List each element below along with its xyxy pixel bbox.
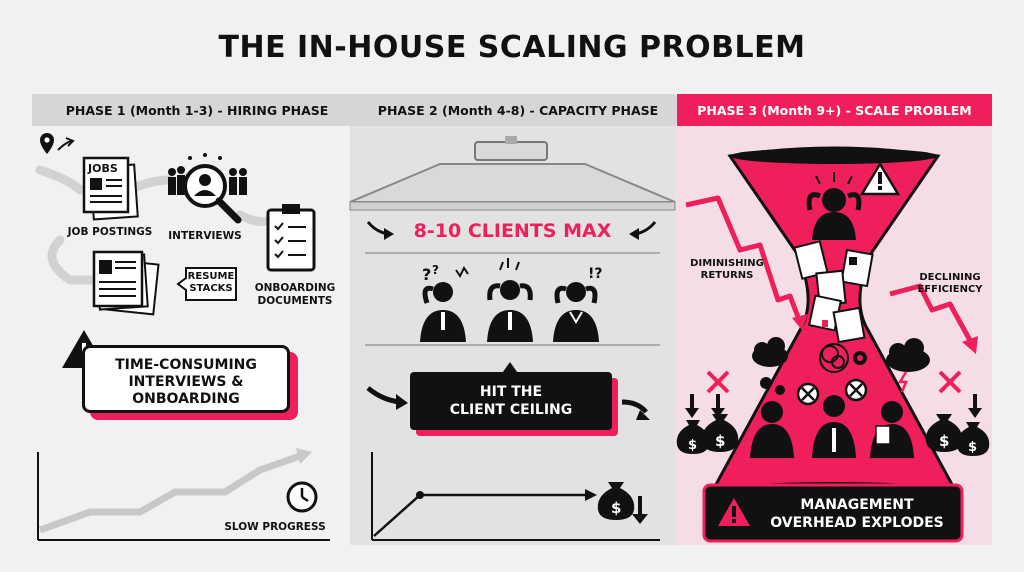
money-bags-left-icon: $ $ [676, 394, 739, 454]
storm-cloud-icon-left [752, 337, 788, 367]
gear-icon-1 [853, 351, 867, 365]
page-title: THE IN-HOUSE SCALING PROBLEM [218, 30, 806, 65]
phase-3-banner: PHASE 3 (Month 9+) - SCALE PROBLEM [677, 94, 992, 126]
plateau-chart [371, 452, 660, 541]
diminishing-arrowhead [792, 314, 808, 330]
diminishing-returns-arrow [685, 195, 803, 323]
map-pin-icon [40, 133, 75, 154]
svg-text:?: ? [422, 265, 431, 284]
clock-icon [286, 481, 318, 513]
resume-stack-icon [92, 250, 160, 316]
time-consuming-callout: TIME-CONSUMING INTERVIEWS & ONBOARDING [82, 345, 290, 413]
gear-icon-2 [760, 377, 785, 395]
declining-arrowhead [962, 336, 978, 354]
falling-papers-icon [793, 240, 874, 344]
resume-stacks-callout-bubble [176, 267, 237, 301]
stressed-people-icon [420, 280, 599, 342]
journey-path [35, 165, 275, 285]
overhead-callout-text: MANAGEMENT OVERHEAD EXPLODES [770, 497, 944, 531]
resume-stacks-label: RESUME STACKS [187, 271, 235, 294]
job-postings-label: JOB POSTINGS [67, 226, 153, 238]
svg-text:!?: !? [588, 266, 603, 282]
jobs-label: JOBS [88, 162, 118, 175]
tangle-icon [819, 343, 849, 373]
warning-icon-top [859, 161, 901, 196]
interviews-icon [168, 153, 247, 224]
no-symbol-icon-2 [844, 378, 868, 402]
capacity-lid-icon [349, 136, 676, 211]
red-x-icon-right [938, 370, 962, 394]
diminishing-returns-label: DIMINISHING RETURNS [690, 258, 764, 281]
onboarding-documents-label: ONBOARDING DOCUMENTS [254, 282, 336, 307]
capacity-label: 8-10 CLIENTS MAX [413, 220, 612, 242]
svg-text:$: $ [715, 432, 725, 450]
clipboard-icon [266, 204, 316, 272]
svg-text:$: $ [968, 440, 977, 455]
svg-text:$: $ [939, 432, 949, 450]
money-bags-right-icon: $ $ [925, 394, 990, 456]
no-symbol-icon-1 [796, 382, 820, 406]
declining-efficiency-label: DECLINING EFFICIENCY [917, 272, 983, 295]
confusion-marks-icon: ? ? !? [422, 258, 603, 284]
phase-1-banner: PHASE 1 (Month 1-3) - HIRING PHASE [32, 94, 362, 126]
phase-2-banner: PHASE 2 (Month 4-8) - CAPACITY PHASE [348, 94, 688, 126]
svg-text:$: $ [611, 499, 621, 517]
client-ceiling-callout: HIT THE CLIENT CEILING [410, 372, 612, 430]
overwhelmed-team-icon [750, 395, 914, 458]
warning-icon-bottom [718, 498, 750, 526]
stressed-manager-icon [806, 172, 862, 240]
svg-text:$: $ [688, 438, 697, 453]
arrow-into-ceiling-icon [366, 386, 408, 410]
storm-cloud-icon-right [886, 338, 930, 393]
arrow-out-of-ceiling-icon [621, 399, 650, 420]
overhead-callout-box [702, 483, 964, 543]
money-bag-down-icon: $ [597, 482, 648, 524]
interviews-label: INTERVIEWS [168, 230, 242, 242]
curved-arrow-right-icon [629, 221, 657, 240]
red-x-icon-left [706, 370, 730, 394]
curved-arrow-left-icon [366, 221, 394, 240]
declining-efficiency-arrow [889, 283, 975, 346]
slow-progress-label: SLOW PROGRESS [224, 521, 326, 533]
job-posting-icon [82, 156, 139, 221]
slow-progress-chart [37, 448, 330, 541]
svg-text:?: ? [432, 263, 439, 277]
